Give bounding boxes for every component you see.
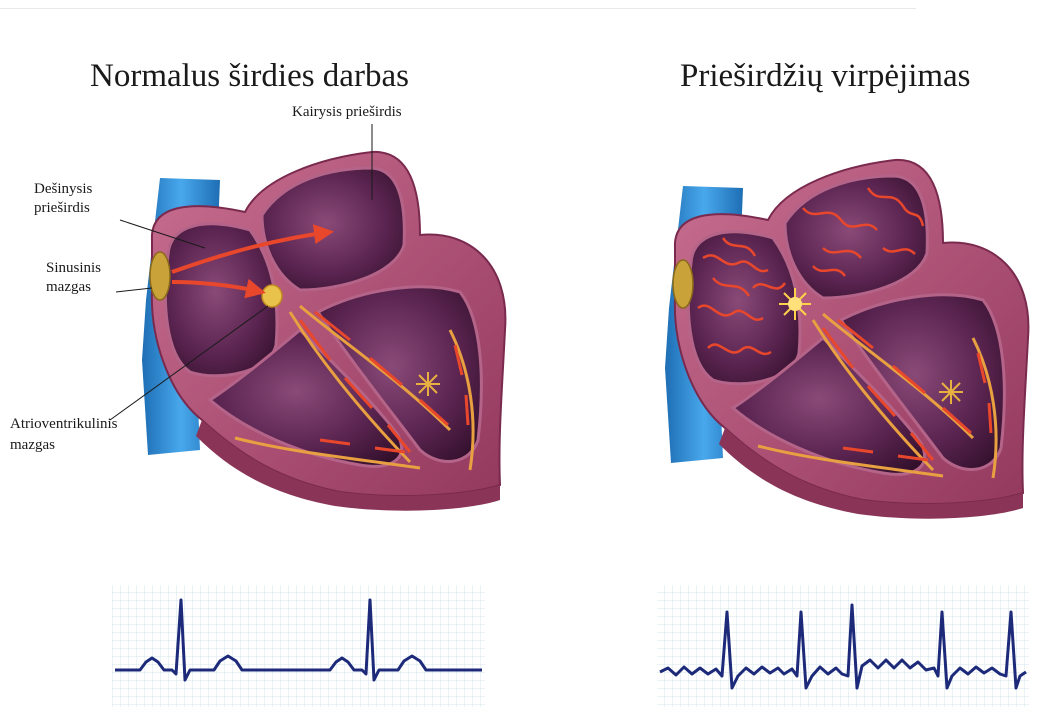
normal-heart-icon: [142, 152, 505, 511]
afib-ecg-strip: [657, 585, 1029, 707]
afib-heart-icon: [665, 160, 1028, 519]
normal-ecg-strip: [112, 585, 485, 707]
